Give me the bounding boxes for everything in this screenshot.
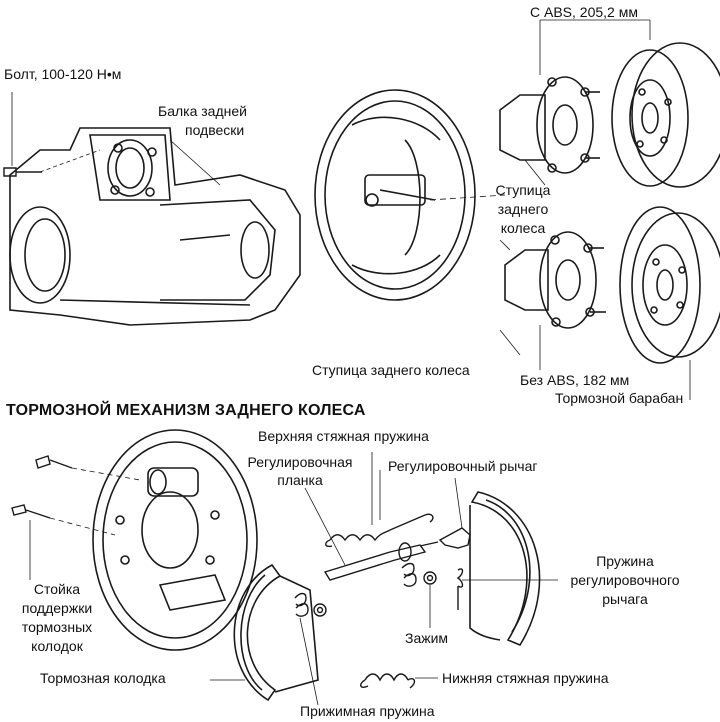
adjuster-strut bbox=[323, 541, 439, 581]
label-hub-right-1: Ступица bbox=[495, 182, 551, 198]
bolt-icon bbox=[3, 167, 42, 177]
label-upper-spring: Верхняя стяжная пружина bbox=[258, 428, 429, 444]
upper-drum bbox=[611, 42, 720, 188]
lever-spring bbox=[456, 568, 464, 610]
label-without-abs: Без ABS, 182 мм bbox=[520, 372, 630, 388]
bottom-backing-plate bbox=[92, 429, 258, 651]
label-beam-line1: Балка задней bbox=[158, 103, 247, 119]
label-hub-bottom: Ступица заднего колеса bbox=[312, 362, 470, 378]
right-brake-shoe bbox=[469, 491, 541, 647]
label-lever-spring-3: рычага bbox=[602, 591, 648, 607]
label-brake-shoe: Тормозная колодка bbox=[40, 670, 166, 686]
label-bolt: Болт, 100-120 Н•м bbox=[4, 66, 122, 82]
label-lever-spring-2: регулировочного bbox=[570, 572, 680, 588]
top-backing-plate bbox=[314, 89, 476, 301]
label-shoe-pin-3: тормозных bbox=[21, 619, 93, 635]
rear-axle-beam bbox=[9, 127, 301, 326]
label-adjuster-strut-2: планка bbox=[277, 472, 323, 488]
label-shoe-pin-2: поддержки bbox=[21, 600, 93, 616]
label-hold-spring: Прижимная пружина bbox=[300, 703, 435, 719]
label-lower-spring: Нижняя стяжная пружина bbox=[442, 670, 609, 686]
hold-down-spring bbox=[294, 592, 327, 617]
left-brake-shoe bbox=[233, 563, 319, 702]
section-heading: ТОРМОЗНОЙ МЕХАНИЗМ ЗАДНЕГО КОЛЕСА bbox=[6, 402, 366, 419]
shoe-pin-lower bbox=[11, 504, 51, 519]
label-hub-right-2: заднего bbox=[497, 201, 549, 217]
clip-icon bbox=[401, 562, 437, 587]
label-adjuster-strut-1: Регулировочная bbox=[247, 454, 353, 470]
label-brake-drum: Тормозной барабан bbox=[555, 390, 684, 406]
lower-drum bbox=[619, 206, 720, 364]
shoe-pin-upper bbox=[35, 455, 73, 469]
label-with-abs: С ABS, 205,2 мм bbox=[530, 4, 638, 20]
label-clip: Зажим bbox=[405, 630, 449, 646]
lower-hub bbox=[504, 231, 606, 329]
label-beam-line2: подвески bbox=[185, 122, 245, 138]
label-shoe-pin-1: Стойка bbox=[33, 581, 81, 597]
label-shoe-pin-4: колодок bbox=[31, 638, 83, 654]
label-hub-right-3: колеса bbox=[500, 220, 546, 236]
adjuster-lever bbox=[438, 527, 471, 549]
label-lever-spring-1: Пружина bbox=[596, 553, 654, 569]
lower-return-spring bbox=[360, 673, 416, 689]
upper-return-spring bbox=[325, 513, 434, 548]
label-adjuster-lever: Регулировочный рычаг bbox=[388, 458, 538, 474]
upper-hub bbox=[499, 76, 600, 174]
